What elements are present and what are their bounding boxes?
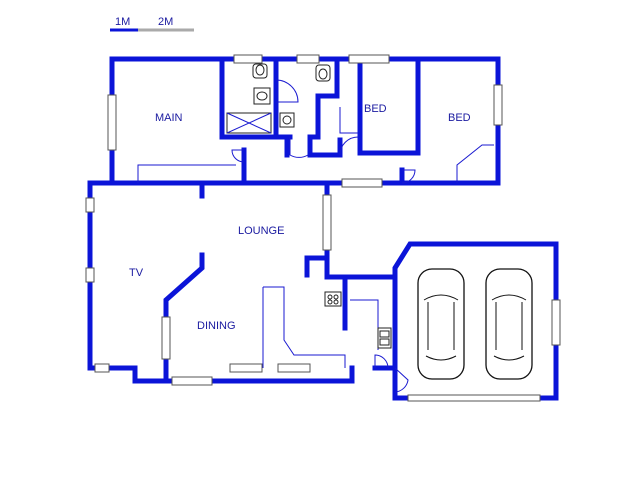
room-label-lounge: LOUNGE — [238, 225, 284, 237]
windows — [85, 54, 561, 402]
sink-bowl-1 — [379, 330, 390, 338]
door-main — [231, 149, 245, 163]
door-bed1 — [339, 136, 359, 156]
door-scullery — [374, 354, 389, 369]
door-garage — [394, 367, 409, 393]
toilet-bowl-icon — [255, 64, 265, 76]
doors — [231, 79, 416, 393]
window-wc — [296, 54, 320, 64]
scale-bar: 1M 2M — [110, 16, 194, 32]
door-wc — [289, 137, 309, 158]
room-labels: MAIN BED BED LOUNGE TV DINING — [129, 103, 471, 332]
wall-kitchen-north — [324, 274, 398, 371]
window-dining-south-2 — [229, 363, 263, 373]
wall-tv-dining — [163, 252, 205, 384]
window-bath — [233, 54, 263, 64]
window-kitchen-south — [277, 363, 311, 373]
scale-label-1m: 1M — [115, 16, 130, 28]
wall-linen — [307, 137, 343, 158]
window-tv-south — [94, 363, 110, 373]
door-bath — [275, 79, 299, 103]
linen-cupboard — [339, 107, 358, 134]
door-bed2 — [401, 169, 416, 184]
wall-wc-east — [307, 56, 340, 158]
stove-burner-3 — [327, 299, 333, 305]
car-right-windscreen — [491, 294, 527, 301]
wall-garage — [392, 241, 559, 401]
stove-burner-2 — [333, 294, 339, 300]
wc-bowl-icon — [318, 68, 328, 80]
sink-bowl-2 — [379, 338, 390, 346]
window-main — [107, 94, 117, 151]
car-right — [485, 268, 533, 380]
car-right-rear-window — [493, 355, 525, 361]
car-right-body — [485, 268, 533, 380]
window-bed2 — [493, 84, 503, 126]
built-in-cupboard-bed — [456, 144, 494, 183]
fixtures — [226, 63, 392, 349]
window-lounge-west — [85, 197, 95, 213]
kitchen-counter-outline — [263, 286, 346, 368]
window-lounge-east — [322, 194, 332, 251]
stove-burner-4 — [333, 299, 339, 305]
room-label-bed-2: BED — [448, 112, 471, 124]
window-passage — [341, 178, 383, 188]
car-left-rear-window — [425, 355, 457, 361]
car-left-body — [417, 268, 465, 380]
window-bed1 — [348, 54, 390, 64]
basin-bowl-icon — [256, 91, 268, 101]
stove-icon — [324, 291, 342, 307]
room-label-tv: TV — [129, 267, 144, 279]
car-left — [417, 268, 465, 380]
window-garage — [551, 299, 561, 346]
scale-label-2m: 2M — [158, 16, 173, 28]
stove-burner-1 — [327, 294, 333, 300]
wc-basin-bowl-icon — [282, 115, 292, 125]
car-left-windscreen — [423, 294, 459, 301]
garage-door — [407, 394, 541, 402]
shower-cross-2 — [226, 112, 272, 134]
window-dining-south — [171, 376, 213, 386]
room-label-dining: DINING — [197, 320, 236, 332]
room-label-bed-1: BED — [364, 103, 387, 115]
wall-kitchen-stub — [304, 255, 330, 278]
room-label-main: MAIN — [155, 112, 183, 124]
kitchen-counter-inner — [350, 299, 379, 350]
built-in-cupboard-main — [137, 164, 236, 183]
window-tv-small — [85, 267, 95, 283]
window-dining-west — [161, 316, 171, 360]
